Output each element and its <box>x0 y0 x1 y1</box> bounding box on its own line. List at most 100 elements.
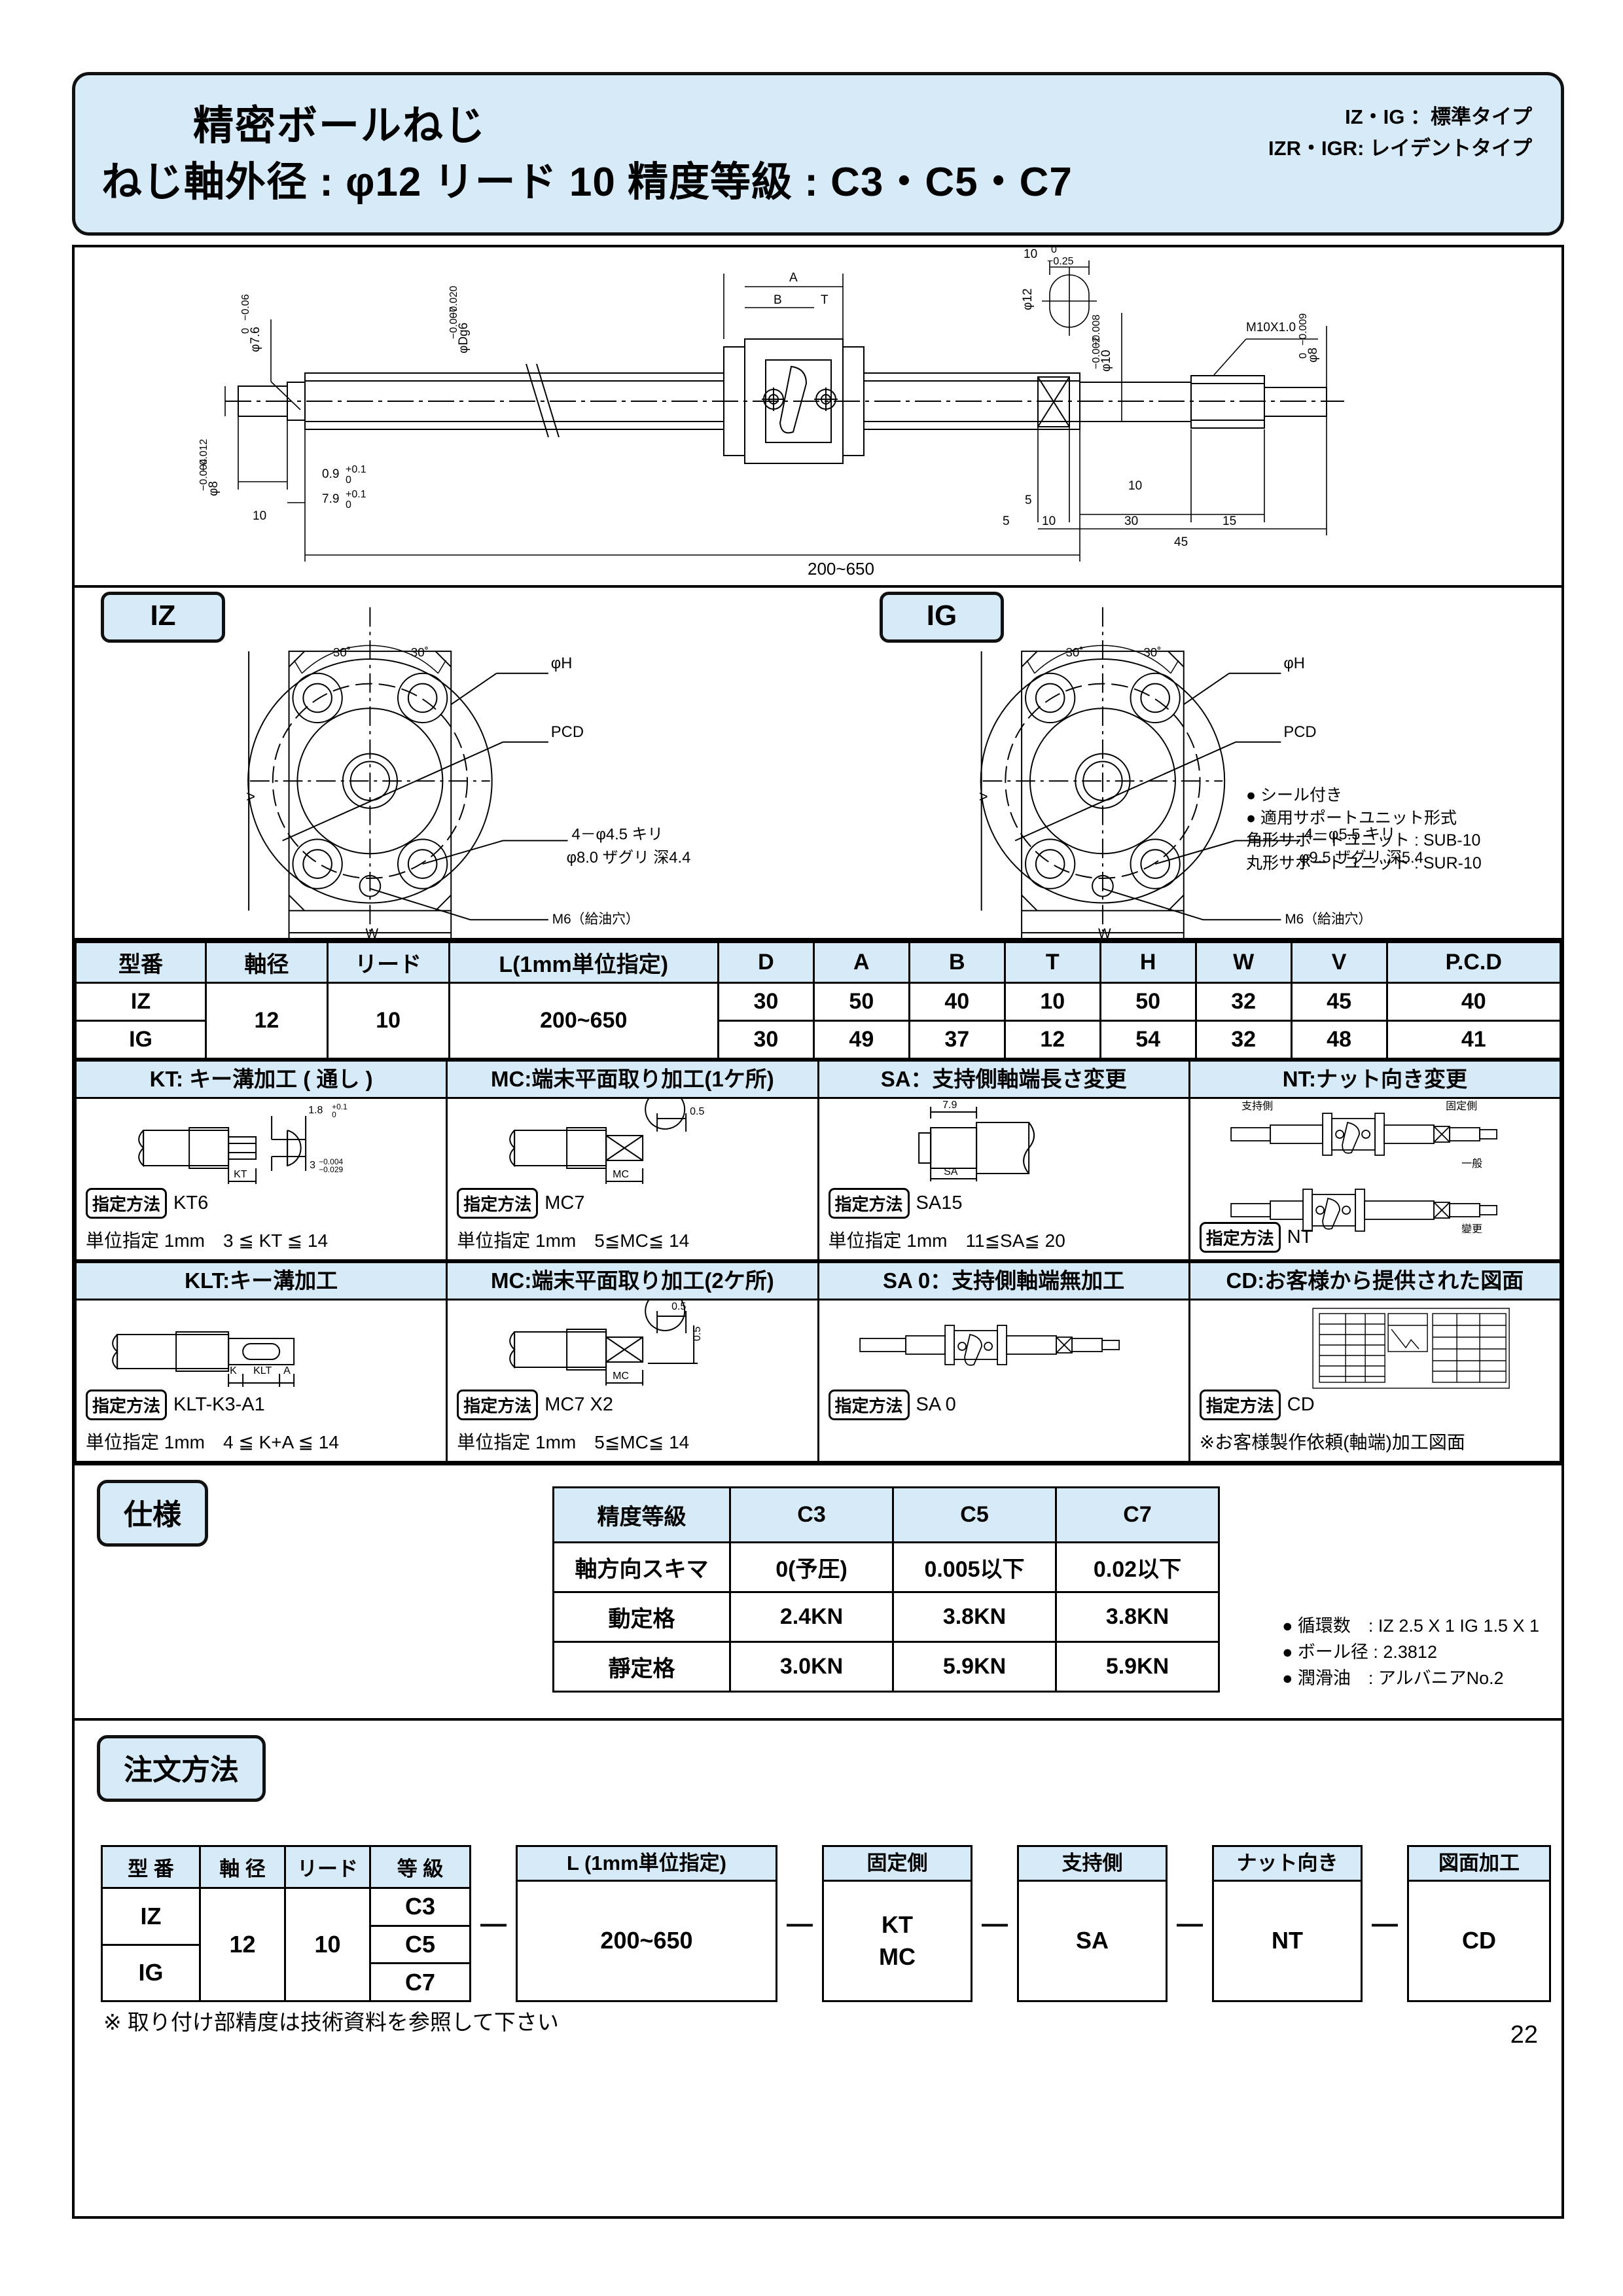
option-grid-row1: KT: キー溝加工 ( 通し ) MC:端末平面取り加工(1ケ所) SA：支持側… <box>74 1060 1562 1261</box>
flange-section: IZ IG <box>75 588 1561 941</box>
svg-text:0: 0 <box>346 475 351 486</box>
order-col-shaft: 軸 径 12 <box>201 1847 286 2000</box>
nt-code: NT <box>1287 1227 1313 1247</box>
svg-text:>: > <box>246 788 255 806</box>
sa-spec-line: 指定方法 SA15 <box>828 1188 962 1219</box>
opt-body-nt: 支持側 固定側 一般 變更 指定方法 NT <box>1188 1097 1562 1261</box>
svg-text:PCD: PCD <box>551 723 584 741</box>
svg-text:−0.06: −0.06 <box>240 294 251 321</box>
support-unit-notes: ● シール付き ● 適用サポートユニット形式 角形サポートユニット : SUB-… <box>1246 784 1482 874</box>
opt-body-klt: K KLT A 指定方法 KLT-K3-A1 単位指定 1mm 4 ≦ K+A … <box>74 1299 448 1463</box>
order-header-lead: リード <box>286 1847 369 1889</box>
order-value-c7: C7 <box>404 1968 436 1996</box>
order-separator: — <box>787 1909 813 1938</box>
order-header-grade: 等 級 <box>371 1847 469 1889</box>
svg-text:10: 10 <box>1042 514 1056 528</box>
opt-title-nt: NT:ナット向き変更 <box>1188 1060 1562 1099</box>
order-block-drawing: 図面加工 CD <box>1407 1845 1551 2002</box>
specification-table: 精度等級 C3 C5 C7 軸方向スキマ 0(予圧) 0.005以下 0.02以… <box>552 1486 1220 1693</box>
flange-label-ig: IG <box>880 592 1004 643</box>
spec-row-dynamic: 動定格 2.4KN 3.8KN 3.8KN <box>552 1591 1220 1643</box>
cd-figure <box>1190 1300 1560 1399</box>
order-footnote: ※ 取り付け部精度は技術資料を参照して下さい <box>103 2010 559 2034</box>
svg-text:φ10: φ10 <box>1099 350 1113 372</box>
header-note-raydent: IZR・IGR: レイデントタイプ <box>1268 137 1532 160</box>
note-square-unit: 角形サポートユニット : SUB-10 <box>1246 831 1481 850</box>
svg-text:W: W <box>365 926 378 938</box>
order-value-nut-direction: NT <box>1272 1927 1303 1954</box>
flange-label-iz: IZ <box>101 592 225 643</box>
order-block-support-side: 支持側 SA <box>1017 1845 1168 2002</box>
svg-text:30˚: 30˚ <box>1143 645 1161 659</box>
svg-text:0: 0 <box>240 328 251 334</box>
svg-text:30˚: 30˚ <box>333 645 351 659</box>
svg-text:φ8: φ8 <box>1306 348 1320 363</box>
cell-A-ig: 49 <box>812 1020 910 1060</box>
spec-extra-notes: ● 循環数 : IZ 2.5 X 1 IG 1.5 X 1 ● ボール径 : 2… <box>1282 1613 1539 1692</box>
svg-text:+0.1: +0.1 <box>346 489 366 500</box>
svg-text:30˚: 30˚ <box>411 645 429 659</box>
svg-text:φ7.6: φ7.6 <box>249 327 262 352</box>
spec-backlash-c3: 0(予圧) <box>729 1541 894 1593</box>
th-model: 型番 <box>74 941 207 984</box>
svg-text:MC: MC <box>613 1371 629 1382</box>
cd-code: CD <box>1287 1394 1315 1415</box>
svg-text:W: W <box>1098 926 1111 938</box>
th-shaft: 軸径 <box>205 941 329 984</box>
cell-length: 200~650 <box>448 982 719 1060</box>
cell-model-iz: IZ <box>74 982 207 1022</box>
order-header-nut-direction: ナット向き <box>1214 1847 1361 1882</box>
order-value-lead: 10 <box>314 1931 341 1958</box>
opt-title-sa: SA：支持側軸端長さ変更 <box>817 1060 1190 1099</box>
order-block-nut-direction: ナット向き NT <box>1212 1845 1363 2002</box>
svg-text:−0.012: −0.012 <box>198 439 209 471</box>
mc2-figure: 0.5 0.5 MC <box>448 1300 817 1399</box>
order-header-shaft: 軸 径 <box>201 1847 284 1889</box>
header-title-line1: 精密ボールねじ <box>193 103 487 149</box>
svg-text:φ8.0 ザグリ 深4.4: φ8.0 ザグリ 深4.4 <box>567 849 691 867</box>
order-header-drawing: 図面加工 <box>1409 1847 1549 1882</box>
svg-text:4－φ4.5 キリ: 4－φ4.5 キリ <box>572 825 664 843</box>
svg-text:5: 5 <box>1025 493 1032 507</box>
header-title-line2: ねじ軸外径 : φ12 リード 10 精度等級 : C3・C5・C7 <box>101 160 1073 205</box>
spec-label-dynamic: 動定格 <box>552 1591 731 1643</box>
cd-note: ※お客様製作依頼(軸端)加工図面 <box>1199 1432 1465 1452</box>
svg-text:KLT: KLT <box>253 1365 272 1376</box>
order-body-model: IZ IG <box>103 1889 199 2000</box>
order-value-ig: IG <box>138 1959 164 1986</box>
cell-pcd-ig: 41 <box>1385 1020 1562 1060</box>
mc2-spec-line: 指定方法 MC7 X2 <box>457 1390 613 1420</box>
sa-note: 単位指定 1mm 11≦SA≦ 20 <box>828 1230 1065 1251</box>
spec-header-row: 精度等級 C3 C5 C7 <box>552 1486 1220 1543</box>
cd-spec-line: 指定方法 CD <box>1199 1390 1315 1420</box>
order-code-flow: 型 番 IZ IG 軸 径 12 リード <box>101 1845 1551 2002</box>
svg-text:M6（給油穴）: M6（給油穴） <box>552 912 639 927</box>
order-separator: — <box>1177 1909 1203 1938</box>
spec-row-backlash: 軸方向スキマ 0(予圧) 0.005以下 0.02以下 <box>552 1541 1220 1593</box>
spec-static-c7: 5.9KN <box>1055 1641 1220 1693</box>
cell-lead: 10 <box>326 982 450 1060</box>
sa0-spec-line: 指定方法 SA 0 <box>828 1390 956 1420</box>
cell-W-ig: 32 <box>1194 1020 1293 1060</box>
spec-backlash-c5: 0.005以下 <box>892 1541 1057 1593</box>
svg-text:10: 10 <box>253 509 266 523</box>
spec-method-pill: 指定方法 <box>1199 1390 1281 1420</box>
page-number: 22 <box>1510 2021 1538 2049</box>
content-frame: φ7.6 0 −0.06 φ8 −0.004 −0.012 10 0.9 +0.… <box>72 245 1564 2219</box>
svg-text:1.8: 1.8 <box>308 1105 323 1116</box>
note-circuits: ● 循環数 : IZ 2.5 X 1 IG 1.5 X 1 <box>1282 1616 1539 1636</box>
th-H: H <box>1099 941 1197 984</box>
opt-body-mc1: 0.5 MC 指定方法 MC7 単位指定 1mm 5≦MC≦ 14 <box>446 1097 819 1261</box>
opt-body-cd: 指定方法 CD ※お客様製作依頼(軸端)加工図面 <box>1188 1299 1562 1463</box>
spec-dynamic-c5: 3.8KN <box>892 1591 1057 1643</box>
spec-method-pill: 指定方法 <box>828 1390 910 1420</box>
assembly-drawing: φ7.6 0 −0.06 φ8 −0.004 −0.012 10 0.9 +0.… <box>75 247 1561 588</box>
svg-text:0: 0 <box>1051 247 1057 255</box>
mc2-code: MC7 X2 <box>544 1394 614 1415</box>
opt-body-sa: 7.9 SA 指定方法 SA15 単位指定 1mm 11≦SA≦ 20 <box>817 1097 1190 1261</box>
note-support-type: ● 適用サポートユニット形式 <box>1246 808 1457 827</box>
svg-text:變更: 變更 <box>1461 1223 1482 1233</box>
spec-method-pill: 指定方法 <box>86 1188 168 1219</box>
svg-text:>: > <box>979 788 988 806</box>
svg-text:K: K <box>230 1365 237 1376</box>
